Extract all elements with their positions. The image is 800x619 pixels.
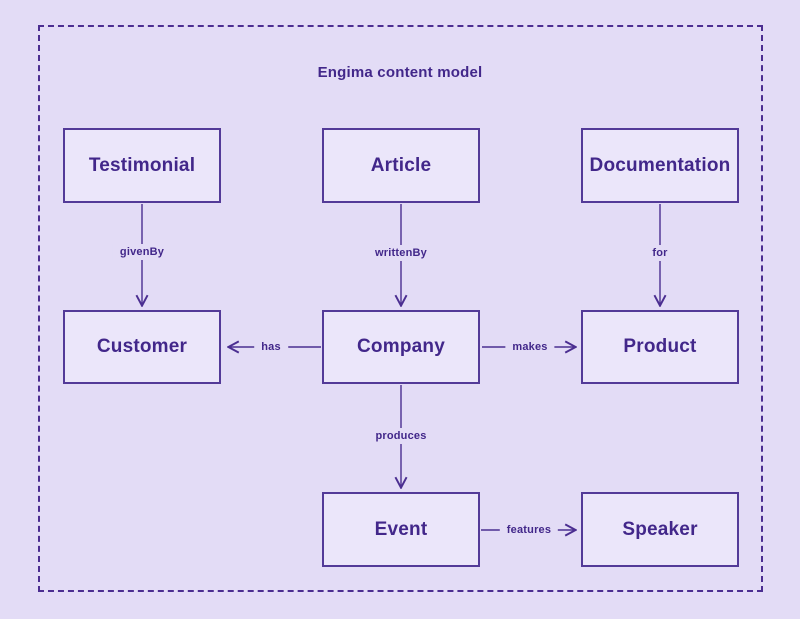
node-documentation-label: Documentation xyxy=(589,154,731,176)
node-event: Event xyxy=(322,492,480,567)
diagram-dashed-border xyxy=(38,25,763,592)
node-article: Article xyxy=(322,128,480,203)
edge-makes-label: makes xyxy=(505,339,555,355)
node-product-label: Product xyxy=(623,336,697,357)
node-customer-label: Customer xyxy=(96,336,188,357)
node-product: Product xyxy=(581,310,739,384)
node-customer: Customer xyxy=(63,310,221,384)
node-speaker: Speaker xyxy=(581,492,739,567)
node-article-label: Article xyxy=(370,154,432,176)
diagram-title: Engima content model xyxy=(317,64,483,81)
node-event-label: Event xyxy=(374,518,428,540)
edge-features-label: features xyxy=(499,522,559,538)
node-documentation: Documentation xyxy=(581,128,739,203)
node-testimonial-label: Testimonial xyxy=(88,154,196,176)
node-company-label: Company xyxy=(357,336,445,357)
edge-givenby-label: givenBy xyxy=(112,244,172,260)
node-company: Company xyxy=(322,310,480,384)
node-testimonial: Testimonial xyxy=(63,128,221,203)
edge-writtenby-label: writtenBy xyxy=(368,245,434,261)
node-speaker-label: Speaker xyxy=(622,518,698,540)
edge-produces-label: produces xyxy=(368,428,434,444)
edge-has-label: has xyxy=(254,339,288,355)
edge-for-label: for xyxy=(645,245,675,261)
